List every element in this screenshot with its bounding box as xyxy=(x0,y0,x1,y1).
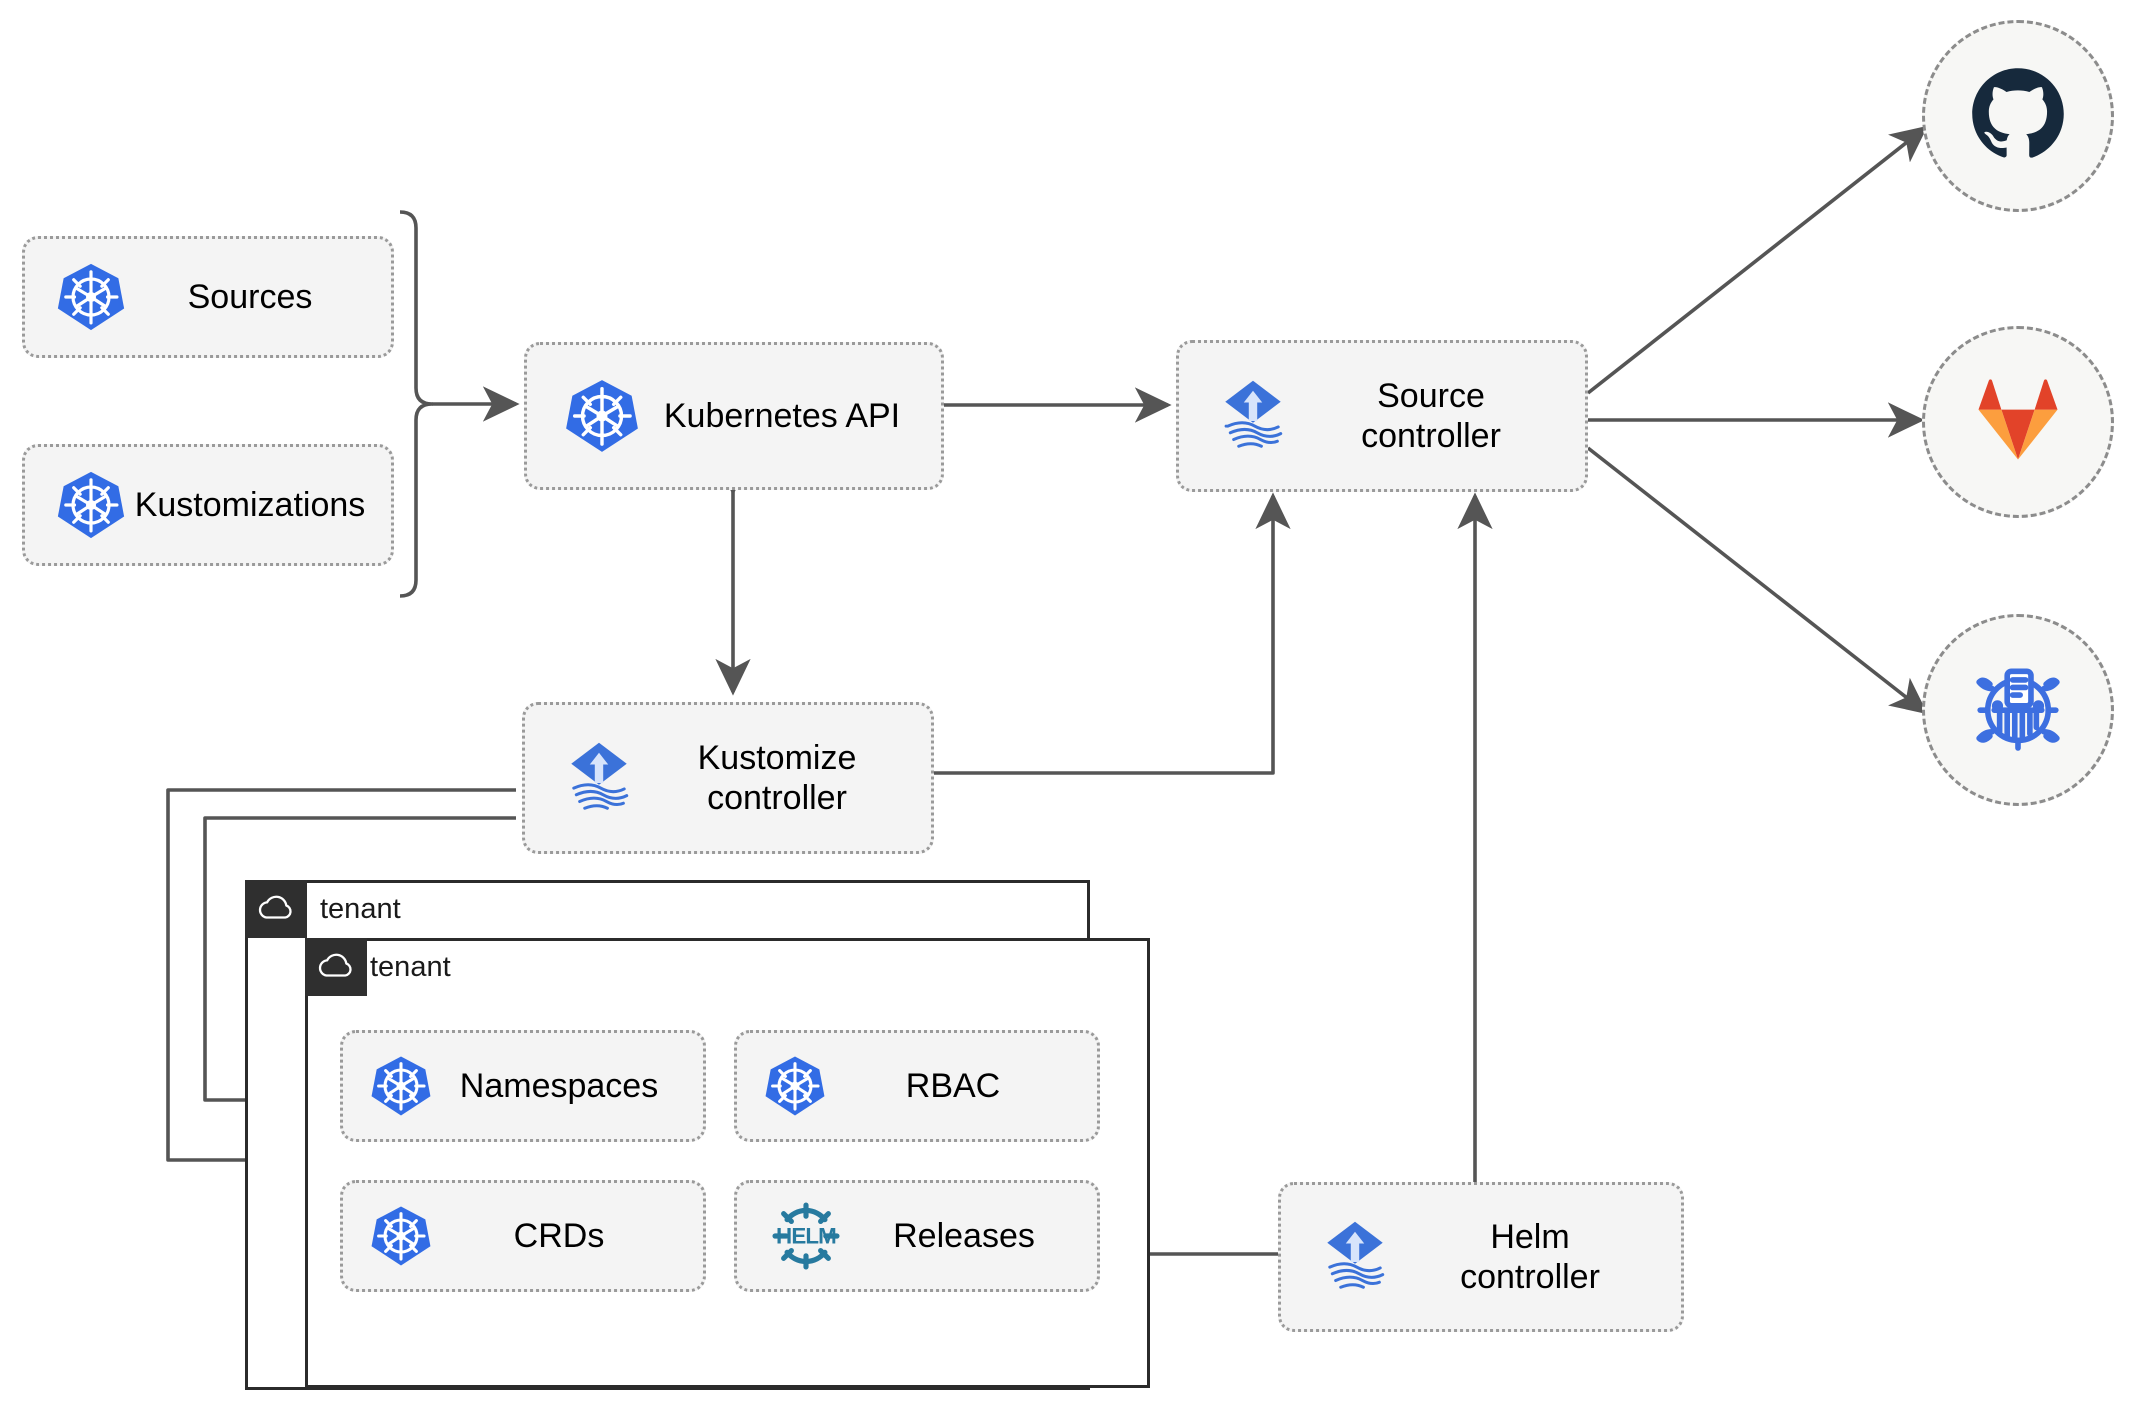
node-kustomizations-label: Kustomizations xyxy=(134,485,366,524)
flux-icon xyxy=(1211,374,1295,458)
tenant-outer-tab xyxy=(245,880,307,938)
node-namespaces[interactable]: Namespaces xyxy=(340,1030,706,1142)
kubernetes-icon xyxy=(55,261,127,333)
flux-icon xyxy=(557,736,641,820)
svg-text:HELM: HELM xyxy=(776,1224,836,1249)
node-rbac-label: RBAC xyxy=(905,1066,1001,1105)
node-kustomize-controller[interactable]: Kustomize controller xyxy=(522,702,934,854)
node-kubernetes-api[interactable]: Kubernetes API xyxy=(524,342,944,490)
github-icon xyxy=(1966,62,2070,171)
node-rbac[interactable]: RBAC xyxy=(734,1030,1100,1142)
kubernetes-icon xyxy=(563,377,641,455)
node-releases[interactable]: HELM Releases xyxy=(734,1180,1100,1292)
flux-icon xyxy=(1313,1215,1397,1299)
cloud-icon xyxy=(257,893,295,926)
cloud-icon xyxy=(317,951,355,984)
kubernetes-icon xyxy=(369,1204,433,1268)
node-releases-label: Releases xyxy=(893,1216,1035,1255)
node-source-controller-label: Source controller xyxy=(1361,376,1501,455)
node-sources[interactable]: Sources xyxy=(22,236,394,358)
node-crds-label: CRDs xyxy=(513,1216,605,1255)
node-helm-controller[interactable]: Helm controller xyxy=(1278,1182,1684,1332)
endpoint-gitlab[interactable] xyxy=(1922,326,2114,518)
node-namespaces-label: Namespaces xyxy=(459,1066,659,1105)
tenant-inner-label: tenant xyxy=(370,950,451,983)
tenant-inner-tab xyxy=(305,938,367,996)
tenant-outer-label: tenant xyxy=(320,892,401,925)
endpoint-helm-repo[interactable] xyxy=(1922,614,2114,806)
node-sources-label: Sources xyxy=(187,277,313,316)
endpoint-github[interactable] xyxy=(1922,20,2114,212)
tenant-panel-inner xyxy=(305,938,1150,1388)
node-source-controller[interactable]: Source controller xyxy=(1176,340,1588,492)
kubernetes-icon xyxy=(763,1054,827,1118)
node-kubernetes-api-label: Kubernetes API xyxy=(663,396,901,435)
helm-icon: HELM xyxy=(763,1193,849,1279)
kubernetes-icon xyxy=(369,1054,433,1118)
helm-repo-icon xyxy=(1964,654,2072,767)
node-helm-controller-label: Helm controller xyxy=(1460,1217,1600,1296)
node-kustomize-controller-label: Kustomize controller xyxy=(697,738,857,817)
node-crds[interactable]: CRDs xyxy=(340,1180,706,1292)
gitlab-icon xyxy=(1966,368,2070,477)
kubernetes-icon xyxy=(55,469,127,541)
node-kustomizations[interactable]: Kustomizations xyxy=(22,444,394,566)
